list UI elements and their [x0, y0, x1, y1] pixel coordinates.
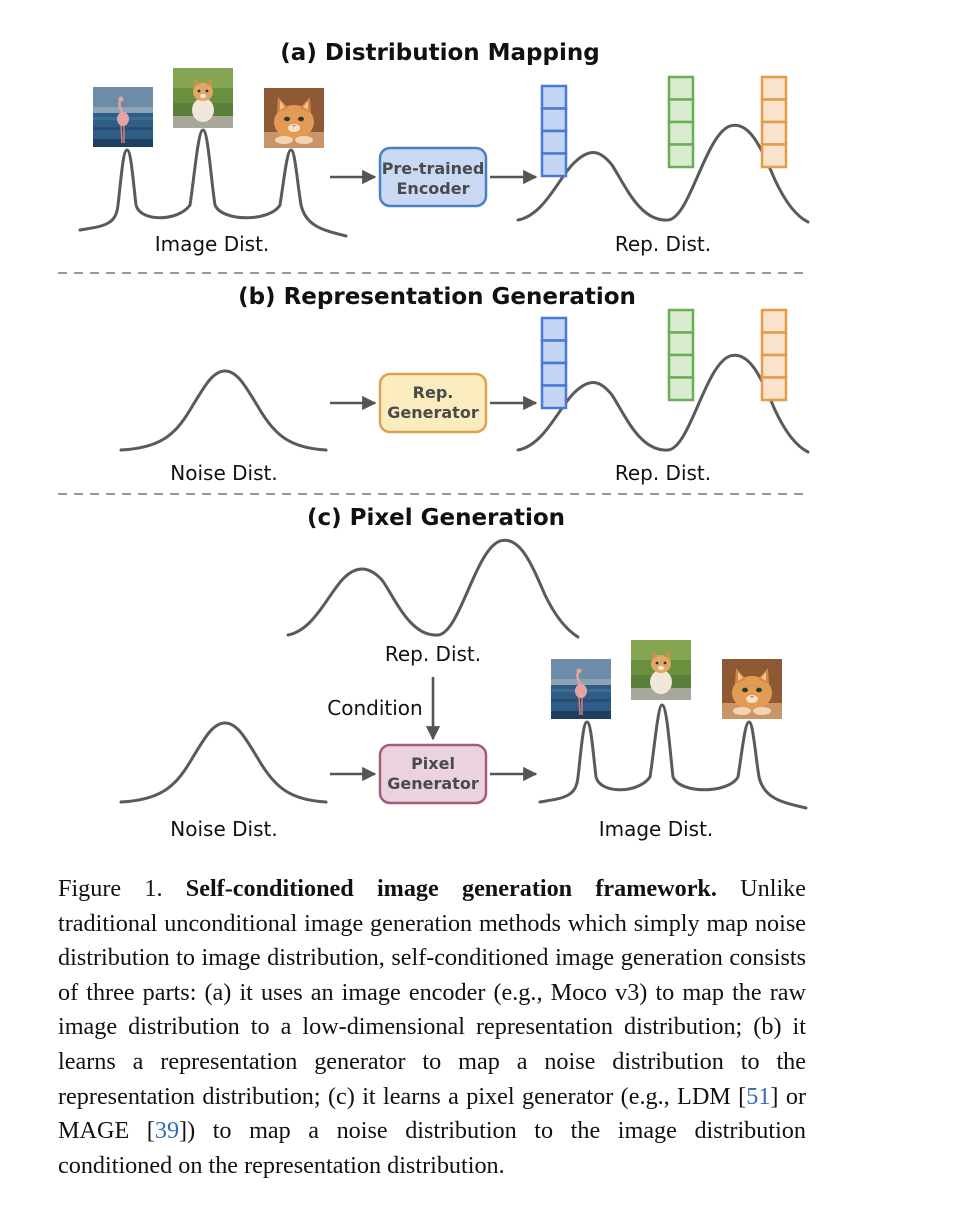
caption-text-2: ] or MAGE [ [58, 1082, 806, 1145]
pixel-generator-label-line2: Generator [387, 774, 479, 793]
kitten-on-grass-image-output [631, 640, 691, 700]
encoder-label-line1: Pre-trained [382, 159, 485, 178]
flamingo-image-output [549, 657, 613, 721]
caption-bold-title: Self-conditioned image generation framew… [185, 875, 717, 902]
image-distribution-curve [78, 128, 348, 238]
flamingo-image [91, 85, 155, 149]
panel-c-top-label: Rep. Dist. [385, 642, 481, 666]
encoder-label-line2: Encoder [397, 179, 470, 198]
kitten-lying-image-output [722, 659, 782, 719]
rep-generator-box [378, 372, 488, 434]
token-stack-blue-b [540, 316, 568, 410]
rep-distribution-curve-a [516, 123, 810, 224]
caption-prefix: Figure 1. [58, 875, 186, 902]
caption-text-3: ]) to map a noise distribution to the im… [58, 1117, 806, 1179]
token-stack-orange-b [760, 308, 788, 402]
citation-link-39[interactable]: 39 [154, 1117, 180, 1145]
rep-distribution-curve-c [286, 538, 580, 639]
rep-distribution-curve-b [516, 353, 810, 454]
rep-generator-label-line1: Rep. [413, 383, 454, 402]
rep-generator-label-line2: Generator [387, 403, 479, 422]
pixel-generator-box [378, 743, 488, 805]
citation-link-51[interactable]: 51 [746, 1082, 771, 1110]
token-stack-orange-a [760, 75, 788, 169]
image-distribution-curve-output [538, 703, 808, 810]
token-stack-green-a [667, 75, 695, 169]
token-stack-green-b [667, 308, 695, 402]
panel-a-right-label: Rep. Dist. [615, 232, 711, 256]
panel-a-title: (a) Distribution Mapping [280, 40, 599, 66]
kitten-lying-image [264, 88, 324, 148]
panel-c-right-label: Image Dist. [599, 817, 714, 841]
pretrained-encoder-box [378, 146, 488, 208]
kitten-on-grass-image [173, 68, 233, 128]
panel-b-left-label: Noise Dist. [170, 461, 277, 485]
panel-b-right-label: Rep. Dist. [615, 461, 711, 485]
figure-caption: Figure 1. Self-conditioned image generat… [58, 872, 806, 1183]
panel-c-title: (c) Pixel Generation [307, 505, 565, 531]
panel-a-left-label: Image Dist. [155, 232, 270, 256]
noise-distribution-curve-b [119, 369, 328, 452]
panel-c-left-label: Noise Dist. [170, 817, 277, 841]
pixel-generator-label-line1: Pixel [411, 754, 455, 773]
panel-b-title: (b) Representation Generation [238, 284, 636, 310]
noise-distribution-curve-c [119, 721, 328, 804]
token-stack-blue-a [540, 84, 568, 178]
caption-text-1: Unlike traditional unconditional image g… [58, 875, 806, 1110]
framework-figure: (a) Distribution Mapping Image Dist. Pre… [58, 40, 810, 841]
condition-label: Condition [327, 696, 422, 720]
